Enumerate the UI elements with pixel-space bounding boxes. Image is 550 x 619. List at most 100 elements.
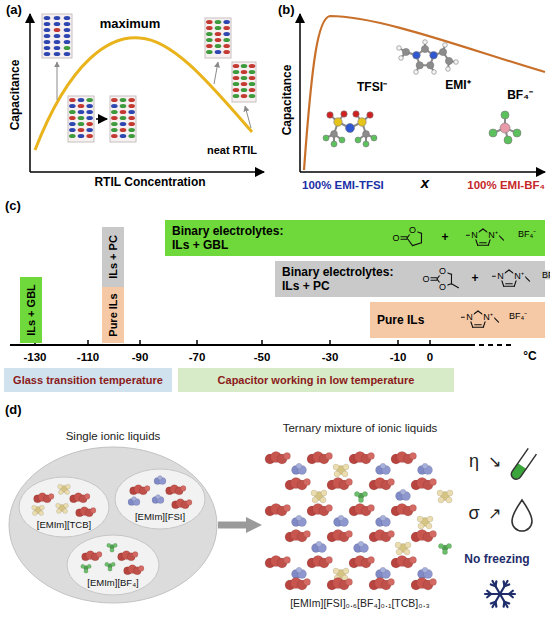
bubble-ellipse: [115, 469, 205, 529]
temperature-range-box: Capacitor working in low temperature: [178, 368, 454, 392]
ion-part: [108, 567, 112, 571]
cat-ion: [307, 452, 333, 465]
ring-bond: [451, 274, 452, 283]
molecule-atom: [432, 70, 437, 75]
ion-part: [358, 541, 364, 547]
ion-part: [333, 464, 339, 470]
leader-line: [57, 62, 58, 100]
ion-ellipse: [206, 38, 213, 42]
ion-part: [354, 491, 359, 496]
ion-part: [40, 505, 45, 510]
ion-ellipse: [78, 122, 85, 126]
ion-part: [446, 497, 452, 503]
ion-ellipse: [241, 88, 248, 92]
axis-title: Capacitance: [281, 65, 294, 136]
molecule-atom: [346, 124, 355, 133]
cat-ion: [369, 478, 395, 491]
molecule-atom: [363, 141, 369, 147]
molecule-atom: [341, 111, 347, 117]
ion-ellipse: [223, 44, 230, 48]
ion-part: [438, 543, 443, 548]
ion-ellipse: [241, 76, 248, 80]
bf4-ion: [438, 543, 451, 554]
ion-ellipse: [206, 20, 213, 24]
ion-ellipse: [215, 44, 222, 48]
peak-label: maximum: [100, 17, 161, 31]
side-bond: [480, 242, 487, 243]
ion-part: [447, 490, 453, 496]
tick-label: -50: [254, 351, 271, 364]
ion-part: [296, 463, 302, 469]
hbar-text: Pure ILs: [370, 313, 447, 327]
molecule-atom: [416, 62, 423, 69]
ion-ellipse: [44, 22, 51, 26]
ion-ellipse: [223, 50, 230, 54]
ion-part: [400, 489, 406, 495]
ion-part: [284, 557, 291, 564]
ion-ellipse: [120, 128, 127, 132]
ion-label: TFSI⁻: [357, 81, 387, 94]
ion-ellipse: [111, 98, 118, 102]
ring-bond: [473, 327, 484, 328]
ion-part: [113, 543, 117, 547]
ion-part: [396, 549, 402, 555]
temperature-range-box: Glass transition temperature: [4, 368, 172, 392]
ion-ellipse: [111, 128, 118, 132]
bf4-ion: [81, 564, 92, 573]
ion-ellipse: [69, 104, 76, 108]
ion-ellipse: [206, 32, 213, 36]
cat-ion: [391, 452, 417, 465]
ion-ellipse: [249, 82, 256, 86]
ion-ellipse: [128, 110, 135, 114]
ion-ellipse: [44, 46, 51, 50]
ion-ellipse: [69, 116, 76, 120]
ion-part: [326, 505, 333, 512]
ion-ellipse: [128, 134, 135, 138]
ion-part: [96, 552, 102, 558]
ion-ellipse: [120, 104, 127, 108]
ion-ellipse: [215, 50, 222, 54]
atom-label: N⁺: [482, 313, 494, 322]
ion-part: [410, 557, 417, 564]
cat-ion: [411, 578, 437, 591]
atom-label: N⁺: [487, 231, 499, 240]
transition-arrow: [96, 118, 107, 120]
ion-part: [358, 497, 363, 502]
molecule-atom: [331, 141, 337, 147]
atom-label: N: [496, 272, 505, 281]
ion-ellipse: [233, 88, 240, 92]
flat-text: Capacitor working in low temperature: [211, 372, 422, 388]
ion-ellipse: [44, 40, 51, 44]
ion-part: [326, 557, 333, 564]
ion-part: [422, 463, 428, 469]
axis-title: Capacitance: [9, 60, 22, 131]
ion-part: [368, 557, 375, 564]
side-bond: [525, 276, 530, 281]
ion-part: [64, 503, 69, 508]
ion-part: [180, 486, 186, 492]
ion-part: [442, 549, 447, 554]
ionic-liquid-group: Single ionic liquids[EMIm][TCB][EMIm][FS…: [8, 428, 218, 604]
glass-transition-bar: ILs + GBL: [20, 277, 42, 343]
ion-part: [284, 453, 291, 460]
molecule-atom: [371, 135, 377, 141]
fsi-ion: [292, 463, 307, 474]
ion-box: [110, 96, 136, 142]
ion-ellipse: [44, 34, 51, 38]
ion-part: [437, 490, 443, 496]
cat-ion: [166, 485, 186, 495]
ion-part: [58, 490, 63, 495]
ion-ellipse: [120, 98, 127, 102]
fsi-ion: [152, 495, 164, 504]
molecule-atom: [501, 111, 509, 119]
side-bond: [499, 235, 504, 240]
ion-part: [156, 495, 160, 499]
ion-ellipse: [54, 22, 61, 26]
ion-ellipse: [64, 28, 71, 32]
fsi-ion: [418, 567, 433, 578]
ion-part: [430, 579, 437, 586]
tcb-ion: [56, 503, 69, 513]
ion-part: [333, 568, 339, 574]
molecule-atom: [353, 111, 359, 117]
ion-part: [56, 509, 61, 514]
